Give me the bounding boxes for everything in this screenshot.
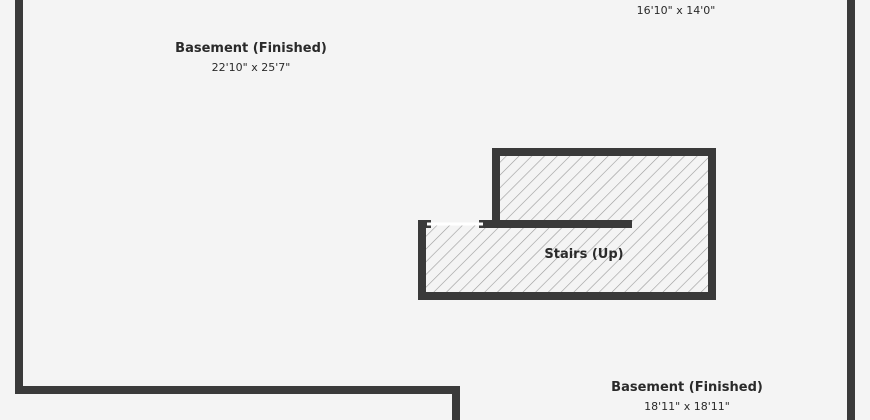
wall-bottom — [15, 386, 460, 420]
stairs-wall-upper — [418, 148, 716, 300]
room-name-basement-lower: Basement (Finished) — [611, 380, 763, 395]
room-dimensions-basement-main: 22'10" x 25'7" — [212, 61, 291, 74]
room-dimensions-top: 16'10" x 14'0" — [637, 4, 716, 17]
room-name-basement-main: Basement (Finished) — [175, 41, 327, 56]
room-name-stairs: Stairs (Up) — [544, 247, 623, 262]
room-dimensions-basement-lower: 18'11" x 18'11" — [644, 400, 730, 413]
